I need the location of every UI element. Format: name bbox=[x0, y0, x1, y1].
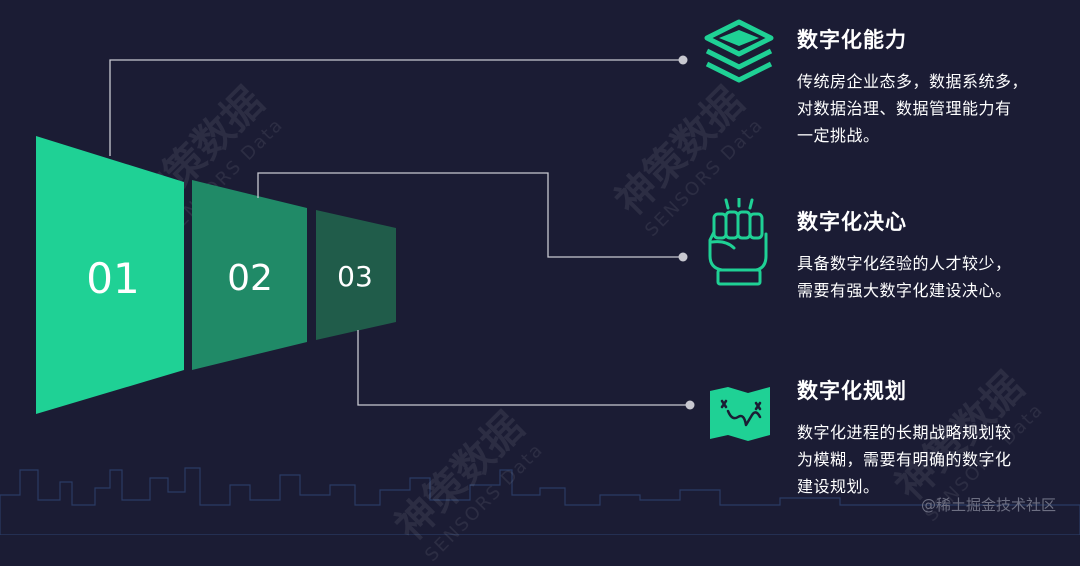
step-number-02: 02 bbox=[227, 258, 273, 299]
step-number-01: 01 bbox=[86, 254, 140, 303]
funnel-segment-01 bbox=[36, 136, 184, 414]
info-item-title: 数字化决心 bbox=[797, 210, 907, 234]
info-item-description: 具备数字化经验的人才较少， 需要有强大数字化建设决心。 bbox=[797, 254, 1012, 300]
connector-line-02 bbox=[257, 172, 683, 258]
route-map-icon bbox=[710, 387, 770, 441]
funnel-segment-03 bbox=[316, 210, 396, 340]
step-number-03: 03 bbox=[337, 260, 373, 293]
info-item-title: 数字化能力 bbox=[797, 28, 907, 52]
info-item-determination: 数字化决心 具备数字化经验的人才较少， 需要有强大数字化建设决心。 bbox=[797, 206, 1067, 304]
city-skyline-decoration bbox=[0, 467, 1080, 535]
info-item-planning: 数字化规划 数字化进程的长期战略规划较 为模糊，需要有明确的数字化 建设规划。 bbox=[797, 375, 1067, 500]
funnel-diagram bbox=[36, 55, 695, 414]
info-item-title: 数字化规划 bbox=[797, 379, 907, 403]
connector-dot-01 bbox=[678, 55, 688, 65]
connector-line-03 bbox=[357, 330, 690, 406]
info-item-capability: 数字化能力 传统房企业态多，数据系统多， 对数据治理、数据管理能力有 一定挑战。 bbox=[797, 24, 1067, 149]
raised-fist-icon bbox=[708, 198, 768, 286]
connector-dot-03 bbox=[685, 400, 695, 410]
connector-dot-02 bbox=[678, 252, 688, 262]
layers-stack-icon bbox=[704, 19, 774, 83]
info-item-description: 传统房企业态多，数据系统多， 对数据治理、数据管理能力有 一定挑战。 bbox=[797, 72, 1029, 145]
funnel-segment-02 bbox=[192, 180, 307, 370]
diagram-canvas: 神策数据 SENSORS Data 神策数据 SENSORS Data 神策数据… bbox=[0, 19, 1080, 566]
info-item-description: 数字化进程的长期战略规划较 为模糊，需要有明确的数字化 建设规划。 bbox=[797, 423, 1012, 496]
source-watermark: @稀土掘金技术社区 bbox=[920, 496, 1056, 514]
connector-line-01 bbox=[109, 59, 683, 156]
